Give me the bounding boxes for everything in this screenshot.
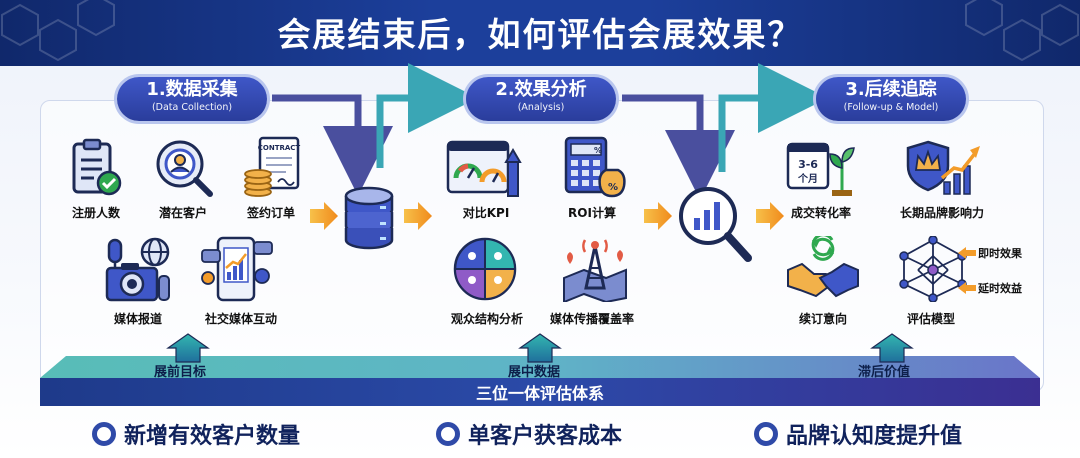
- evaluation-system-band: [40, 333, 1040, 406]
- stage-followup-pill: 3.后续追踪 (Follow-up & Model): [816, 77, 966, 121]
- kpi-brand-awareness: 品牌认知度提升值: [754, 418, 962, 450]
- label-registrations: 注册人数: [71, 206, 120, 220]
- stage-subtitle: (Analysis): [517, 102, 565, 113]
- label-audience-structure: 观众结构分析: [450, 312, 523, 326]
- svg-text:%: %: [594, 146, 602, 155]
- magnifier-chart-icon: [679, 187, 752, 262]
- calculator-money-icon: % %: [564, 136, 626, 198]
- kpi-new-customers: 新增有效客户数量: [92, 418, 300, 450]
- target-customer-icon: [156, 140, 213, 197]
- band-label-post-show: 滞后价值: [858, 365, 911, 380]
- label-renewal-intent: 续订意向: [798, 312, 847, 326]
- label-media-reports: 媒体报道: [113, 312, 162, 326]
- stage-subtitle: (Data Collection): [151, 102, 233, 113]
- tag-immediate-effect: 即时效果: [978, 247, 1022, 260]
- left-arrow-icon: [958, 282, 976, 294]
- tag-delayed-benefit: 延时效益: [978, 282, 1022, 295]
- label-evaluation-model: 评估模型: [906, 312, 955, 326]
- orange-arrow-1: [310, 202, 338, 230]
- contract-text: CONTRACT: [258, 144, 301, 152]
- label-roi-calculation: ROI计算: [568, 206, 616, 220]
- band-label-during-show: 展中数据: [508, 365, 561, 380]
- calendar-months-text: 3-6: [798, 158, 818, 171]
- orange-arrow-2: [404, 202, 432, 230]
- band-label-pre-show: 展前目标: [154, 365, 207, 380]
- stage-subtitle: (Follow-up & Model): [843, 102, 939, 113]
- kpi-dashboard-icon: [446, 140, 522, 197]
- hexagon-pattern-right: [965, 0, 1079, 62]
- svg-text:%: %: [608, 182, 618, 193]
- label-social-interaction: 社交媒体互动: [204, 312, 277, 326]
- social-media-phone-icon: [201, 236, 273, 302]
- arrow-to-followup: [718, 63, 828, 172]
- calendar-growth-icon: 3-6 个月: [786, 142, 855, 196]
- band-center-title: 三位一体评估体系: [475, 384, 604, 403]
- audience-pie-icon: [453, 237, 517, 301]
- label-media-coverage: 媒体传播覆盖率: [549, 312, 634, 326]
- label-compare-kpi: 对比KPI: [462, 206, 510, 220]
- orange-arrow-4: [756, 202, 784, 230]
- arrow-to-analysis: [376, 63, 478, 168]
- label-conversion-rate: 成交转化率: [790, 206, 851, 220]
- brand-crown-growth-icon: [906, 140, 980, 195]
- handshake-renewal-icon: [787, 236, 859, 298]
- page-title: 会展结束后，如何评估会展效果？: [277, 15, 803, 54]
- stage-title: 3.后续追踪: [845, 79, 937, 100]
- label-potential-customers: 潜在客户: [158, 206, 207, 220]
- stage-analysis-pill: 2.效果分析 (Analysis): [466, 77, 616, 121]
- header-banner: 会展结束后，如何评估会展效果？: [0, 0, 1080, 66]
- kpi-text: 品牌认知度提升值: [786, 424, 963, 449]
- bullet-icon: [436, 422, 460, 446]
- label-brand-influence: 长期品牌影响力: [899, 206, 984, 220]
- stage-title: 2.效果分析: [495, 79, 587, 100]
- calendar-unit-text: 个月: [797, 172, 818, 185]
- kpi-acquisition-cost: 单客户获客成本: [436, 418, 622, 450]
- arrow-to-database: [272, 94, 393, 196]
- stage-title: 1.数据采集: [146, 79, 238, 100]
- broadcast-tower-map-icon: [563, 239, 627, 302]
- left-arrow-icon: [958, 247, 976, 259]
- database-icon: [344, 186, 394, 250]
- arrow-to-magnifier: [622, 94, 735, 200]
- bullet-icon: [92, 422, 116, 446]
- media-camera-globe-icon: [105, 237, 170, 302]
- label-signed-orders: 签约订单: [246, 206, 295, 220]
- kpi-text: 新增有效客户数量: [124, 424, 301, 449]
- orange-arrow-3: [644, 202, 672, 230]
- contract-coins-icon: CONTRACT: [244, 136, 301, 197]
- hexagon-pattern-left: [1, 0, 115, 62]
- stage-collection-pill: 1.数据采集 (Data Collection): [117, 77, 267, 121]
- kpi-text: 单客户获客成本: [468, 424, 623, 449]
- bullet-icon: [754, 422, 778, 446]
- clipboard-check-icon: [72, 138, 122, 196]
